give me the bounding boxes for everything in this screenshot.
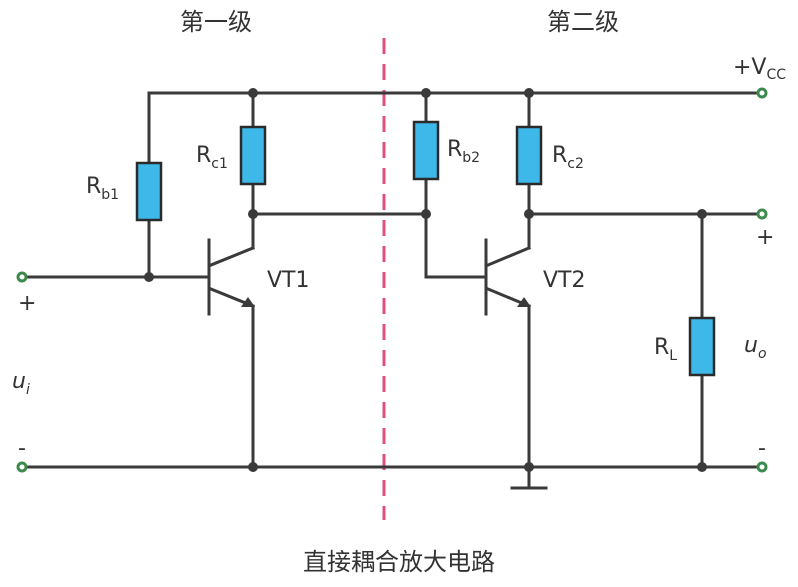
label-rc1: Rc1	[196, 143, 228, 172]
resistor-rc1	[239, 125, 267, 186]
transistor-vt1	[207, 212, 255, 469]
resistor-rc2	[515, 125, 543, 186]
output-voltage-label: uo	[744, 333, 767, 362]
input-terminal-bottom	[16, 461, 28, 473]
output-minus: -	[758, 436, 766, 461]
label-rl: RL	[654, 335, 677, 364]
output-terminal-bottom	[756, 461, 768, 473]
resistor-rl	[688, 316, 716, 377]
supply-label: +VCC	[733, 55, 786, 83]
input-terminal-top	[16, 271, 28, 283]
stage-label-first: 第一级	[180, 8, 252, 36]
resistor-rb1	[135, 161, 163, 222]
supply-terminal	[756, 87, 768, 99]
output-plus: +	[756, 225, 774, 250]
label-rb2: Rb2	[447, 137, 480, 166]
label-rc2: Rc2	[552, 143, 584, 172]
input-plus: +	[18, 291, 36, 316]
input-minus: -	[18, 436, 26, 461]
label-vt1: VT1	[267, 268, 310, 293]
junction-dots	[144, 88, 707, 472]
transistor-vt2	[484, 212, 531, 490]
caption: 直接耦合放大电路	[303, 548, 495, 576]
stage-label-second: 第二级	[547, 8, 619, 36]
input-voltage-label: ui	[12, 369, 30, 398]
label-rb1: Rb1	[86, 174, 119, 203]
resistor-rb2	[412, 120, 440, 181]
label-vt2: VT2	[543, 268, 586, 293]
output-terminal-top	[756, 208, 768, 220]
